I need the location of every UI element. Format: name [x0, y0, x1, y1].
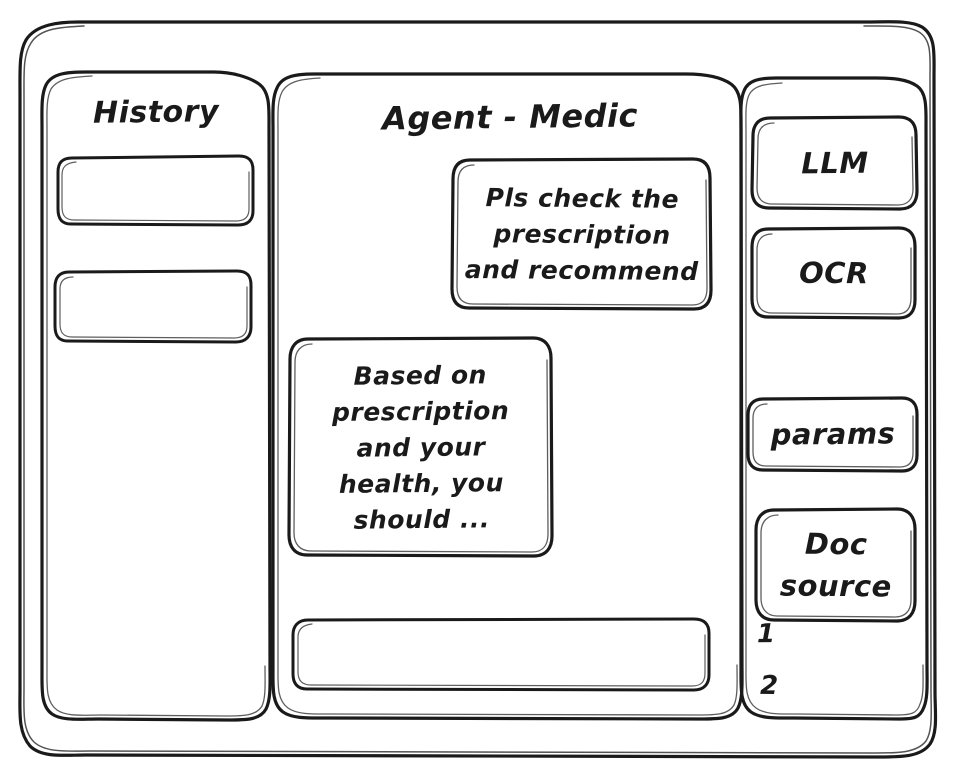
user-message-line-3: and recommend: [464, 254, 699, 286]
tool-button-params-label: params: [770, 416, 896, 452]
tool-button-llm-label: LLM: [801, 145, 869, 180]
doc-source-button[interactable]: Doc source: [756, 509, 916, 621]
history-item-2[interactable]: [55, 271, 252, 343]
tool-button-params[interactable]: params: [748, 398, 918, 471]
user-message-line-1: Pls check the: [485, 182, 680, 214]
doc-list-item-2[interactable]: 2: [759, 670, 779, 701]
agent-title: Agent - Medic: [381, 96, 639, 138]
assistant-message-line-3: and your: [356, 431, 486, 463]
doc-source-line-2: source: [779, 568, 892, 604]
assistant-message-line-2: prescription: [331, 395, 510, 427]
assistant-message-bubble: Based on prescription and your health, y…: [289, 338, 553, 557]
tool-button-llm[interactable]: LLM: [752, 117, 918, 209]
message-composer-input[interactable]: [293, 619, 710, 690]
assistant-message-line-1: Based on: [353, 359, 488, 391]
doc-list-item-1[interactable]: 1: [756, 619, 776, 650]
history-item-1[interactable]: [58, 156, 254, 226]
tool-button-ocr[interactable]: OCR: [752, 228, 916, 318]
user-message-bubble: Pls check the prescription and recommend: [452, 159, 712, 310]
assistant-message-line-5: should ...: [353, 503, 491, 535]
assistant-message-text: Based on prescription and your health, y…: [288, 337, 554, 559]
doc-source-line-1: Doc: [804, 526, 868, 562]
assistant-message-line-4: health, you: [338, 467, 504, 499]
tool-button-ocr-label: OCR: [798, 255, 870, 290]
doc-source-label: Doc source: [756, 508, 917, 621]
sidebar-history-title: History: [92, 94, 220, 131]
user-message-text: Pls check the prescription and recommend: [451, 158, 712, 311]
user-message-line-2: prescription: [493, 218, 671, 250]
